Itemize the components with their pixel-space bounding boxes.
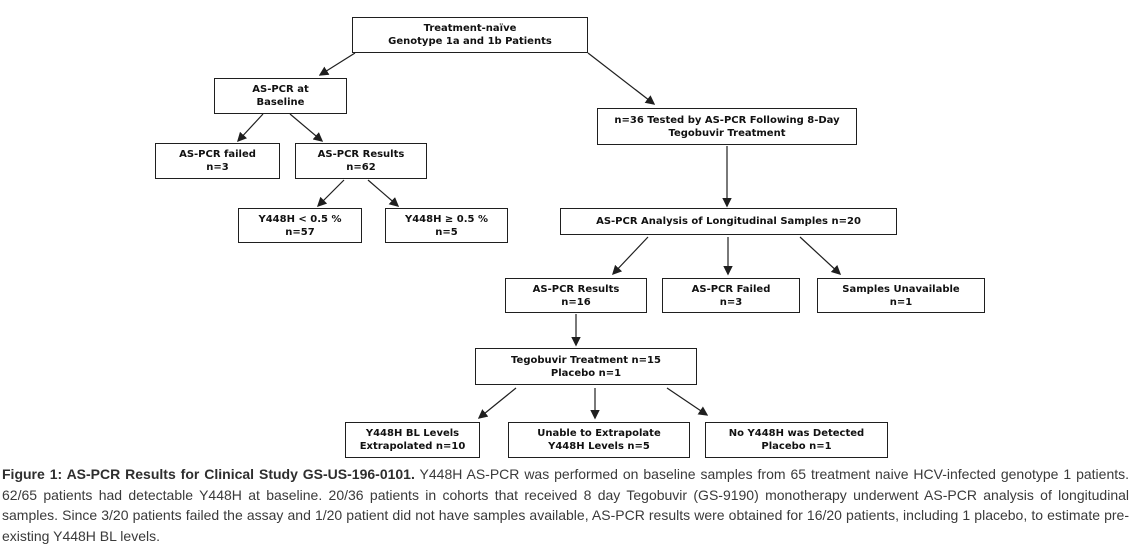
node-unable-extrapolate-n5: Unable to Extrapolate Y448H Levels n=5	[508, 422, 690, 458]
node-tegobuvir-treatment-placebo: Tegobuvir Treatment n=15 Placebo n=1	[475, 348, 697, 385]
figure-caption-title: Figure 1: AS-PCR Results for Clinical St…	[2, 466, 415, 482]
arrow-group	[237, 52, 842, 420]
figure-caption: Figure 1: AS-PCR Results for Clinical St…	[2, 464, 1129, 547]
node-y448h-ge-0-5pct: Y448H ≥ 0.5 % n=5	[385, 208, 508, 243]
flow-arrows	[237, 52, 842, 420]
node-aspcr-results-n62: AS-PCR Results n=62	[295, 143, 427, 179]
node-longitudinal-analysis-n20: AS-PCR Analysis of Longitudinal Samples …	[560, 208, 897, 235]
node-aspcr-failed-n3: AS-PCR Failed n=3	[662, 278, 800, 313]
node-aspcr-failed-baseline: AS-PCR failed n=3	[155, 143, 280, 179]
node-no-y448h-detected-placebo: No Y448H was Detected Placebo n=1	[705, 422, 888, 458]
node-treatment-naive-patients: Treatment-naïve Genotype 1a and 1b Patie…	[352, 17, 588, 53]
figure-caption-body: Y448H AS-PCR was performed on baseline s…	[2, 466, 1130, 545]
node-aspcr-at-baseline: AS-PCR at Baseline	[214, 78, 347, 114]
node-aspcr-results-n16: AS-PCR Results n=16	[505, 278, 647, 313]
node-y448h-bl-extrapolated-n10: Y448H BL Levels Extrapolated n=10	[345, 422, 480, 458]
node-samples-unavailable-n1: Samples Unavailable n=1	[817, 278, 985, 313]
node-y448h-lt-0-5pct: Y448H < 0.5 % n=57	[238, 208, 362, 243]
flowchart: Treatment-naïve Genotype 1a and 1b Patie…	[155, 17, 985, 458]
node-n36-tested-tegobuvir: n=36 Tested by AS-PCR Following 8-Day Te…	[597, 108, 857, 145]
